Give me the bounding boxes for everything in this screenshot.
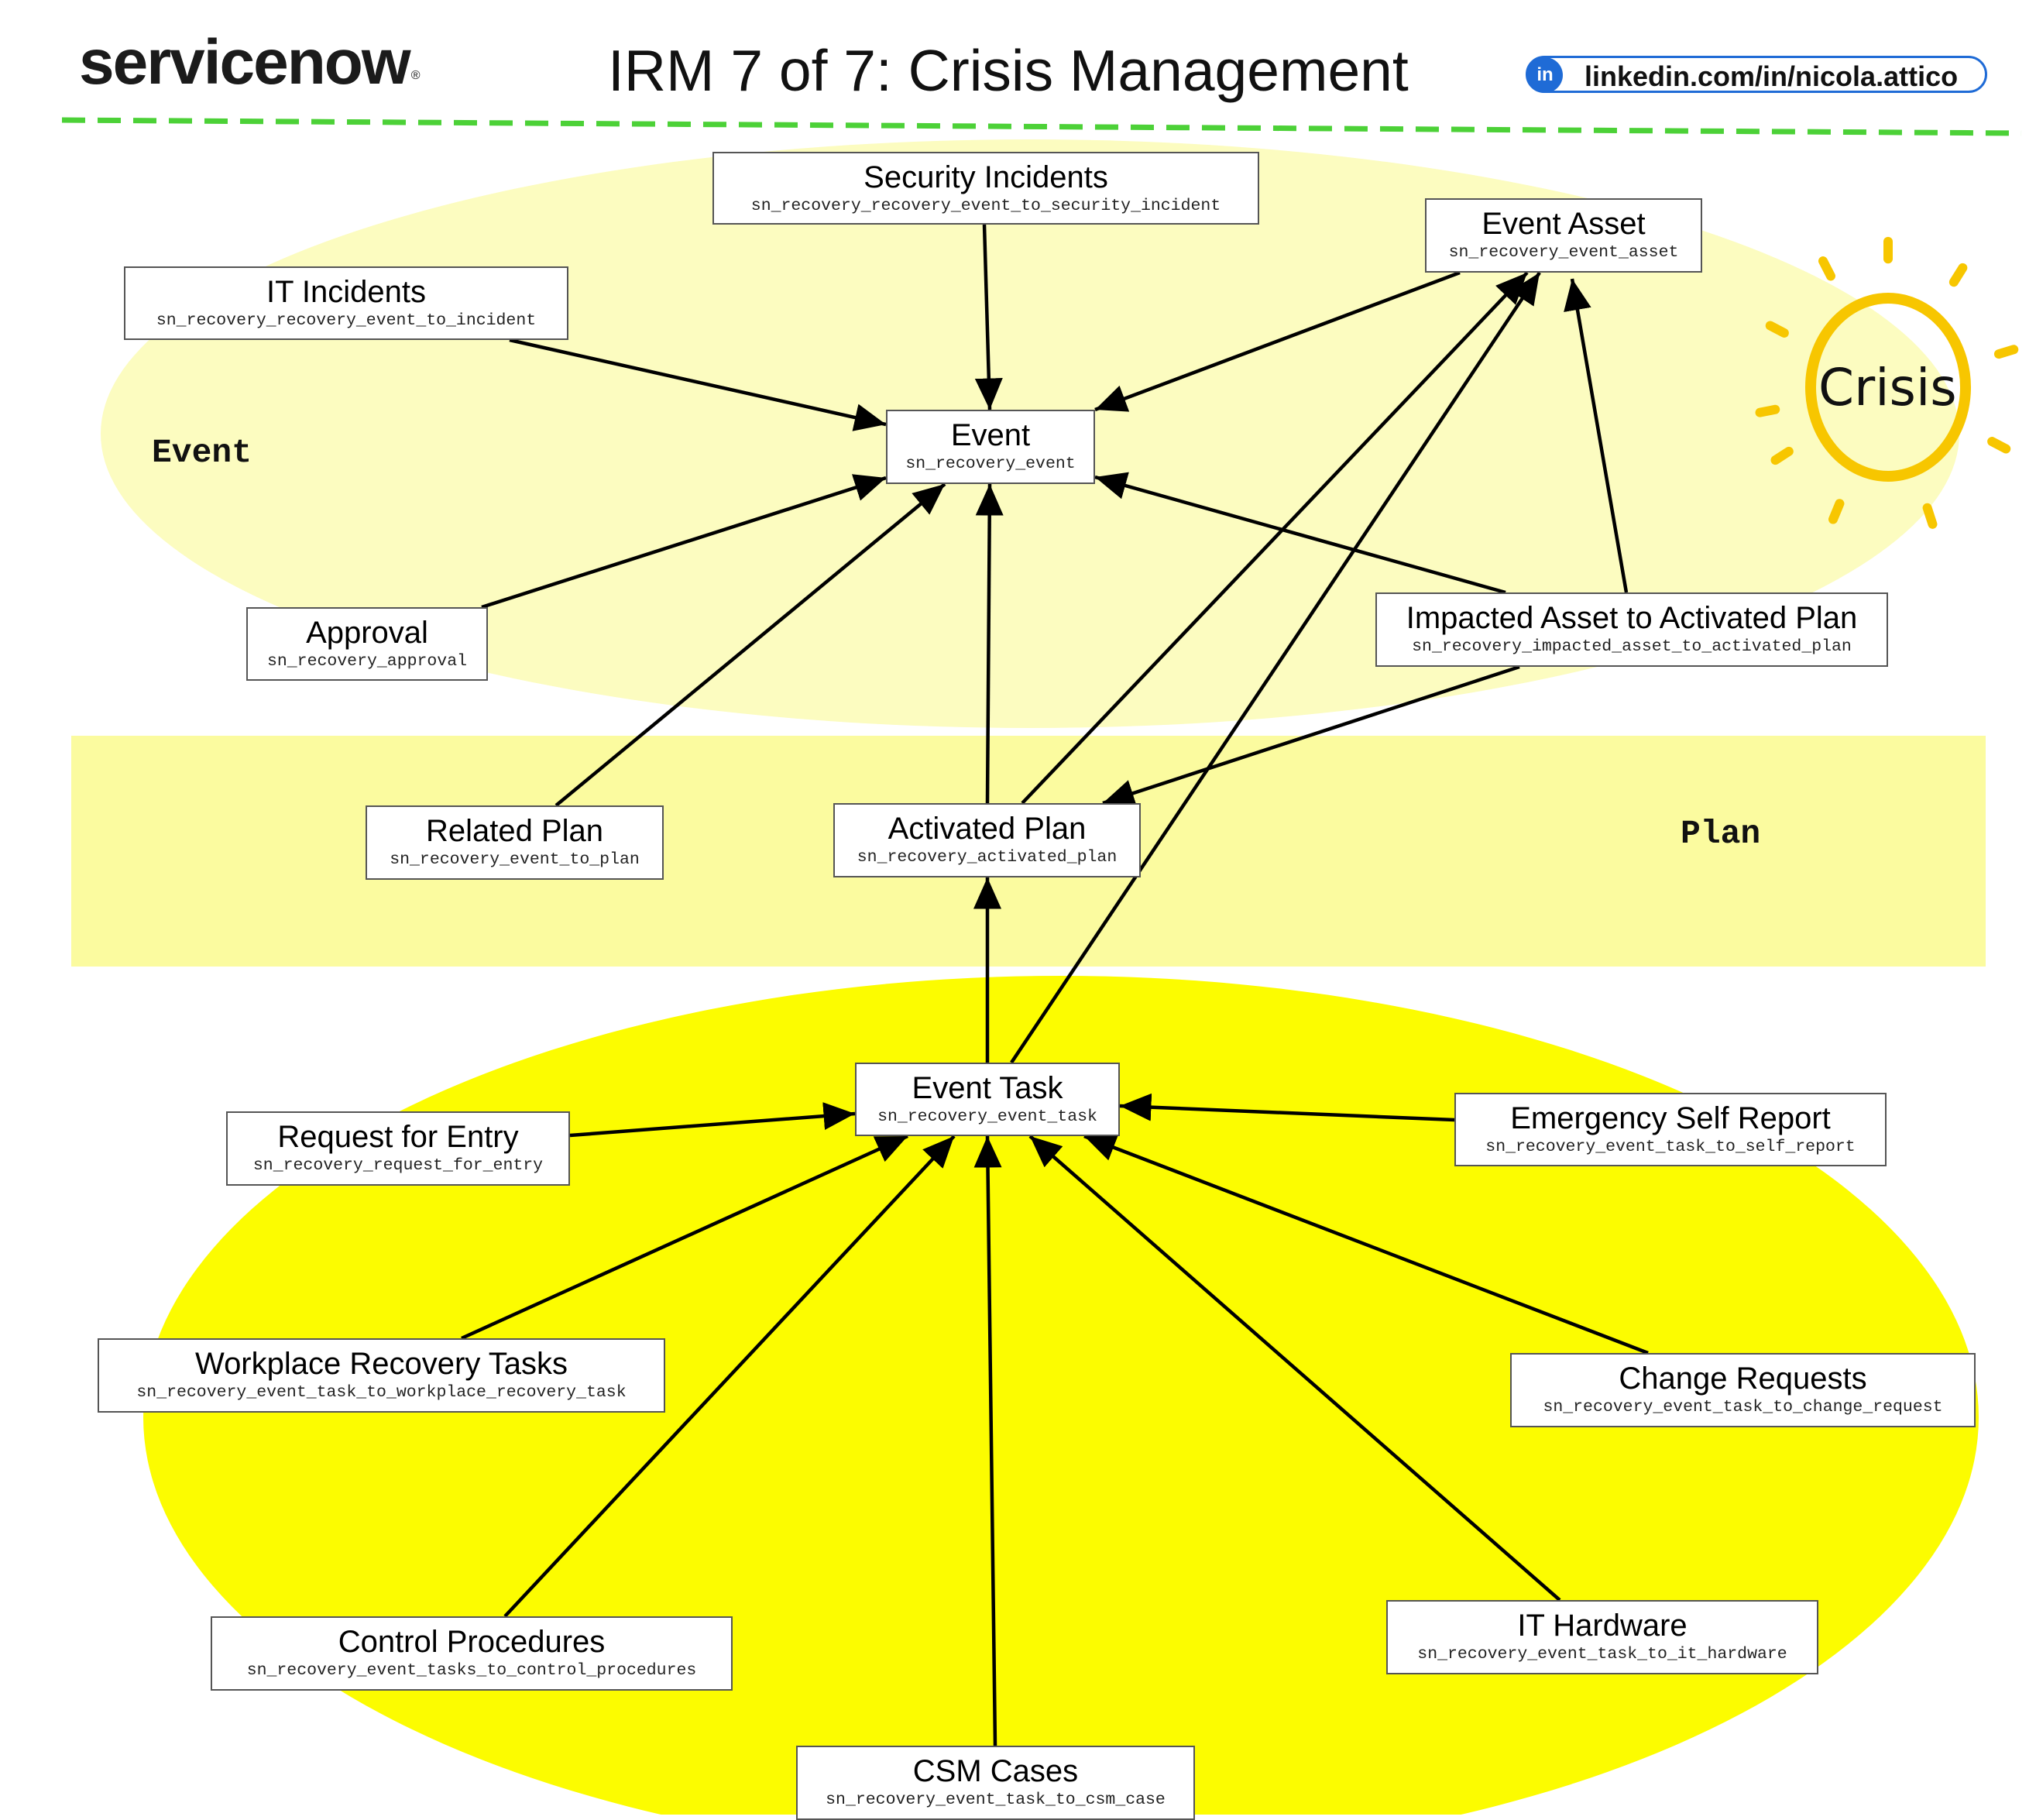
node-event-task[interactable]: Event Task sn_recovery_event_task (855, 1063, 1120, 1136)
node-title: Control Procedures (338, 1625, 606, 1659)
header-divider (61, 117, 2022, 136)
node-it-incidents[interactable]: IT Incidents sn_recovery_recovery_event_… (124, 266, 568, 340)
page-title: IRM 7 of 7: Crisis Management (608, 38, 1409, 103)
node-activated-plan[interactable]: Activated Plan sn_recovery_activated_pla… (833, 803, 1141, 877)
node-table-name: sn_recovery_event_task_to_self_report (1485, 1138, 1856, 1156)
crisis-label: Crisis (1818, 358, 1957, 417)
servicenow-logo: servicenow® (79, 27, 420, 98)
edge-security-incidents-to-event (974, 224, 1003, 410)
crisis-sun-icon (1755, 236, 2019, 529)
edge-event-asset-to-event (1094, 270, 1461, 412)
node-security-incidents[interactable]: Security Incidents sn_recovery_recovery_… (712, 152, 1259, 225)
node-table-name: sn_recovery_event_tasks_to_control_proce… (246, 1661, 697, 1680)
node-table-name: sn_recovery_request_for_entry (252, 1156, 544, 1175)
node-title: Event (950, 418, 1031, 452)
node-table-name: sn_recovery_impacted_asset_to_activated_… (1412, 637, 1852, 656)
node-it-hardware[interactable]: IT Hardware sn_recovery_event_task_to_it… (1386, 1600, 1818, 1674)
edge-layer (461, 224, 1649, 1746)
node-title: Workplace Recovery Tasks (195, 1347, 568, 1381)
node-table-name: sn_recovery_event_task_to_it_hardware (1417, 1645, 1787, 1664)
node-csm-cases[interactable]: CSM Cases sn_recovery_event_task_to_csm_… (796, 1746, 1195, 1820)
node-title: Security Incidents (863, 160, 1108, 194)
node-impacted-asset-to-activated-plan[interactable]: Impacted Asset to Activated Plan sn_reco… (1375, 592, 1888, 667)
node-title: Related Plan (425, 814, 604, 848)
node-request-for-entry[interactable]: Request for Entry sn_recovery_request_fo… (226, 1111, 570, 1186)
node-table-name: sn_recovery_approval (266, 652, 468, 671)
node-related-plan[interactable]: Related Plan sn_recovery_event_to_plan (366, 805, 664, 880)
node-table-name: sn_recovery_recovery_event_to_security_i… (750, 197, 1221, 215)
edge-impacted-asset-to-activated-plan (1102, 664, 1520, 807)
node-event-asset[interactable]: Event Asset sn_recovery_event_asset (1425, 198, 1702, 273)
edge-request-for-entry-to-event-task (569, 1102, 856, 1138)
edge-impacted-asset-to-event-asset (1564, 278, 1629, 593)
node-emergency-self-report[interactable]: Emergency Self Report sn_recovery_event_… (1454, 1093, 1887, 1166)
edge-approval-to-event (481, 474, 887, 610)
zone-label-plan: Plan (1681, 815, 1761, 853)
edge-workplace-recovery-to-event-task (461, 1134, 908, 1341)
linkedin-icon: in (1527, 57, 1563, 93)
edge-related-plan-to-event (554, 482, 946, 807)
node-title: Request for Entry (277, 1120, 519, 1154)
edge-change-requests-to-event-task (1083, 1134, 1649, 1355)
edge-activated-plan-to-event-asset (1021, 271, 1529, 805)
edge-impacted-asset-to-event (1094, 472, 1506, 595)
node-table-name: sn_recovery_event_task (877, 1107, 1097, 1126)
edge-csm-cases-to-event-task (973, 1135, 1002, 1746)
edge-activated-plan-to-event (975, 483, 1004, 804)
node-title: CSM Cases (912, 1754, 1079, 1788)
linkedin-link[interactable] (1526, 56, 1987, 93)
edge-control-procedures-to-event-task (503, 1135, 956, 1618)
node-change-requests[interactable]: Change Requests sn_recovery_event_task_t… (1510, 1353, 1976, 1427)
linkedin-url[interactable]: linkedin.com/in/nicola.attico (1585, 60, 1959, 92)
node-table-name: sn_recovery_event_task_to_workplace_reco… (136, 1383, 627, 1402)
node-title: Approval (306, 616, 428, 650)
edge-emergency-self-report-to-event-task (1119, 1093, 1455, 1122)
edge-it-hardware-to-event-task (1028, 1135, 1561, 1602)
node-table-name: sn_recovery_event_task_to_change_request (1543, 1398, 1943, 1417)
edge-it-incidents-to-event (509, 338, 887, 431)
node-table-name: sn_recovery_event_asset (1448, 243, 1679, 262)
node-table-name: sn_recovery_activated_plan (857, 848, 1118, 867)
node-control-procedures[interactable]: Control Procedures sn_recovery_event_tas… (211, 1616, 733, 1691)
node-title: Event Asset (1482, 207, 1646, 241)
node-table-name: sn_recovery_event_to_plan (390, 850, 640, 869)
node-title: Emergency Self Report (1510, 1101, 1831, 1135)
node-approval[interactable]: Approval sn_recovery_approval (246, 607, 488, 681)
node-title: IT Incidents (266, 275, 427, 309)
node-table-name: sn_recovery_recovery_event_to_incident (156, 311, 537, 330)
edge-event-task-to-event-asset (1010, 271, 1541, 1064)
node-workplace-recovery-tasks[interactable]: Workplace Recovery Tasks sn_recovery_eve… (98, 1338, 665, 1413)
node-table-name: sn_recovery_event (905, 455, 1076, 473)
node-title: Change Requests (1619, 1362, 1867, 1396)
node-title: IT Hardware (1517, 1609, 1688, 1643)
node-title: Event Task (912, 1071, 1063, 1105)
node-title: Activated Plan (888, 812, 1087, 846)
node-event[interactable]: Event sn_recovery_event (886, 410, 1095, 484)
node-table-name: sn_recovery_event_task_to_csm_case (826, 1791, 1166, 1809)
node-title: Impacted Asset to Activated Plan (1406, 601, 1858, 635)
zone-label-event: Event (152, 434, 252, 472)
